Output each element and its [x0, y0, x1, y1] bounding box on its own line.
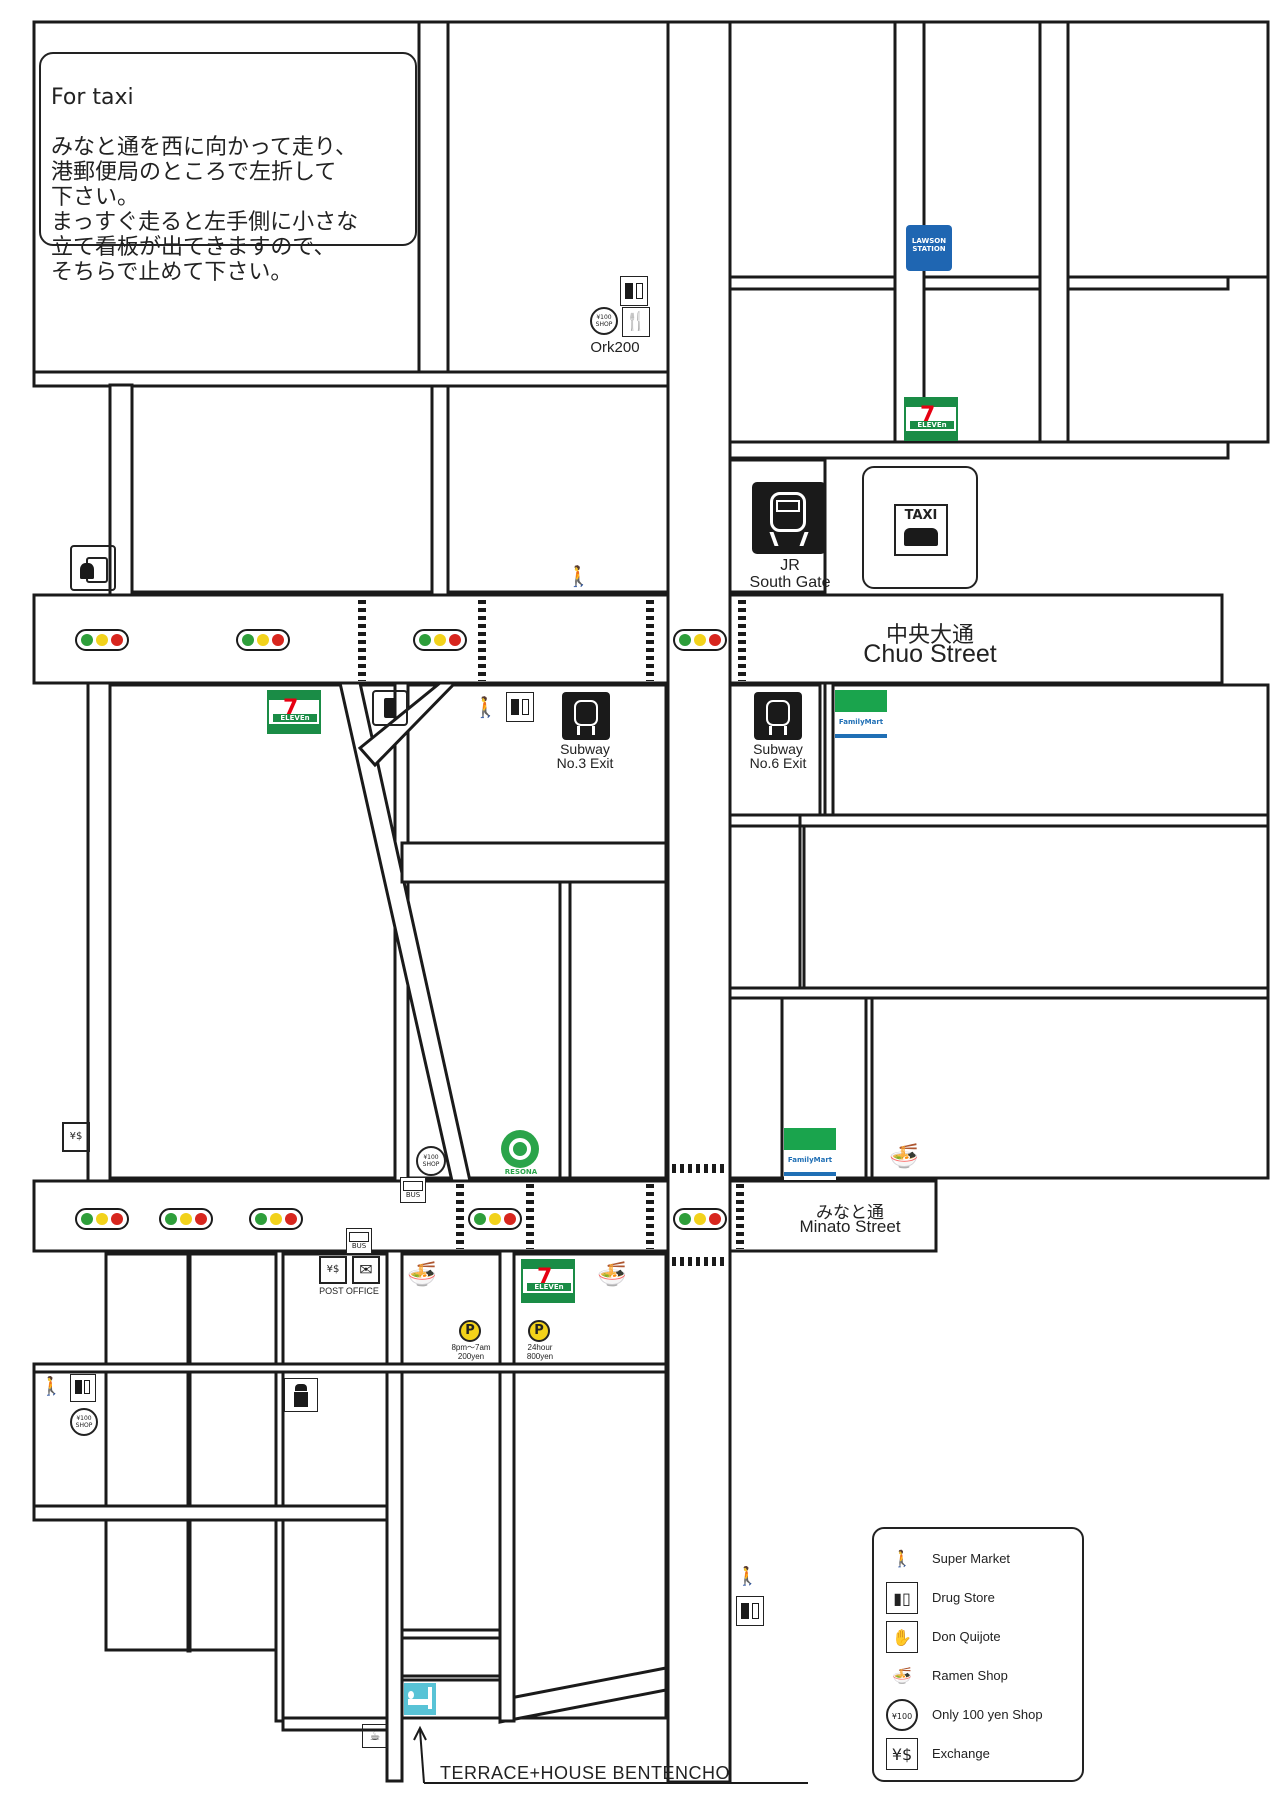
drugstore-icon [620, 276, 648, 306]
legend-item: ▮▯ Drug Store [886, 1582, 1076, 1618]
subway-icon [562, 692, 610, 740]
traffic-light-icon [159, 1208, 213, 1230]
ramen-icon: 🍜 [407, 1260, 437, 1288]
bus-stop-icon: BUS [346, 1228, 372, 1254]
diagonal-short-road [357, 681, 459, 768]
100yen-shop-icon: ¥100 SHOP [416, 1146, 446, 1176]
traffic-light-icon [236, 629, 290, 651]
drugstore-icon [736, 1596, 764, 1626]
ramen-icon: 🍜 [889, 1142, 919, 1170]
legend-item: ✋ Don Quijote [886, 1621, 1076, 1657]
supermarket-icon: 🚶 [40, 1376, 63, 1397]
seven-eleven-icon: 7 ELEVEn [267, 690, 321, 734]
100yen-shop-icon: ¥100 SHOP [590, 307, 618, 335]
taxi-stand: TAXI [862, 466, 978, 589]
seven-eleven-icon: 7 ELEVEn [521, 1259, 575, 1303]
ramen-icon: 🍜 [892, 1666, 912, 1685]
mail-icon: ✉ [352, 1256, 380, 1284]
traffic-light-icon [75, 1208, 129, 1230]
drugstore-icon: ▮▯ [886, 1582, 918, 1614]
ramen-icon: 🍜 [597, 1260, 627, 1288]
traffic-lights [75, 629, 727, 1230]
legend: 🚶 Super Market ▮▯ Drug Store ✋ Don Quijote 🍜 Ra… [872, 1527, 1084, 1782]
subway-no6-exit-label: Subway No.6 Exit [749, 741, 807, 771]
ork200-label: Ork200 [590, 339, 640, 356]
don-quijote-icon: ✋ [886, 1621, 918, 1653]
chuo-street-label-jp: 中央大通 [885, 622, 974, 647]
diagonal-road [338, 681, 472, 1183]
taxi-note-heading: For taxi [51, 85, 134, 110]
exchange-icon: ¥$ [319, 1256, 347, 1284]
100yen-shop-icon: ¥100 [886, 1699, 918, 1731]
destination-label: TERRACE+HOUSE BENTENCHO [440, 1763, 731, 1783]
bus-stop-icon: BUS [400, 1177, 426, 1203]
crosswalks [358, 597, 746, 1266]
chuo-street-label-en: Chuo Street [863, 640, 997, 668]
drugstore-icon [506, 692, 534, 722]
exchange-icon: ¥$ [886, 1738, 918, 1770]
subway-no3-exit-label: Subway No.3 Exit [556, 741, 614, 771]
jr-station-icon [752, 482, 826, 554]
resona-bank-icon: RESONA [497, 1130, 545, 1178]
legend-item: 🍜 Ramen Shop [886, 1660, 1076, 1696]
traffic-light-icon [75, 629, 129, 651]
lawson-station-icon: LAWSON STATION [906, 225, 952, 271]
traffic-light-icon [673, 1208, 727, 1230]
legend-item: 🚶 Super Market [886, 1543, 1076, 1579]
100yen-shop-icon: ¥100 SHOP [70, 1408, 98, 1436]
destination-arrow-icon [413, 1725, 808, 1784]
legend-item: ¥100 Only 100 yen Shop [886, 1699, 1076, 1735]
parking-1-info: 8pm～7am 200yen [451, 1343, 491, 1361]
minato-street-label-en: Minato Street [799, 1217, 901, 1236]
main-avenue-road [666, 20, 732, 1784]
traffic-light-icon [413, 629, 467, 651]
taxi-note-body: みなと通を西に向かって走り、 港郵便局のところで左折して 下さい。 まっすぐ走る… [51, 135, 359, 285]
legend-label: Exchange [932, 1746, 990, 1761]
minato-street-label-jp: みなと通 [816, 1203, 884, 1222]
drugstore-icon [70, 1374, 96, 1402]
parking-icon: P [528, 1320, 550, 1342]
legend-label: Don Quijote [932, 1629, 1001, 1644]
parking-2-info: 24hour 800yen [526, 1343, 554, 1361]
police-box-icon [284, 1378, 318, 1412]
traffic-light-icon [468, 1208, 522, 1230]
restaurant-icon: 🍴 [622, 307, 650, 337]
jr-south-gate-label: JR South Gate [749, 557, 831, 591]
taxi-instructions-box: For taxi みなと通を西に向かって走り、 港郵便局のところで左折して 下さ… [39, 52, 417, 285]
cafe-icon: ☕ [362, 1724, 388, 1748]
legend-label: Only 100 yen Shop [932, 1707, 1043, 1722]
don-quijote-icon [70, 545, 116, 591]
gas-station-icon [372, 690, 408, 726]
supermarket-icon: 🚶 [736, 1566, 759, 1587]
traffic-light-icon [673, 629, 727, 651]
chuo-street-road [32, 593, 1224, 685]
legend-label: Ramen Shop [932, 1668, 1008, 1683]
parking-icon: P [459, 1320, 481, 1342]
taxi-icon: TAXI [894, 504, 948, 556]
legend-label: Drug Store [932, 1590, 995, 1605]
familymart-icon: FamilyMart [784, 1128, 836, 1180]
familymart-icon: FamilyMart [835, 690, 887, 742]
legend-item: ¥$ Exchange [886, 1738, 1076, 1774]
supermarket-icon: 🚶 [892, 1549, 912, 1568]
traffic-light-icon [249, 1208, 303, 1230]
subway-icon [754, 692, 802, 740]
post-office-label: POST OFFICE [319, 1286, 379, 1296]
hotel-icon [404, 1683, 436, 1715]
legend-label: Super Market [932, 1551, 1011, 1566]
exchange-icon: ¥$ [62, 1122, 90, 1152]
seven-eleven-icon: 7 ELEVEn [904, 397, 958, 441]
supermarket-icon: 🚶 [566, 564, 591, 588]
supermarket-icon: 🚶 [473, 695, 498, 719]
